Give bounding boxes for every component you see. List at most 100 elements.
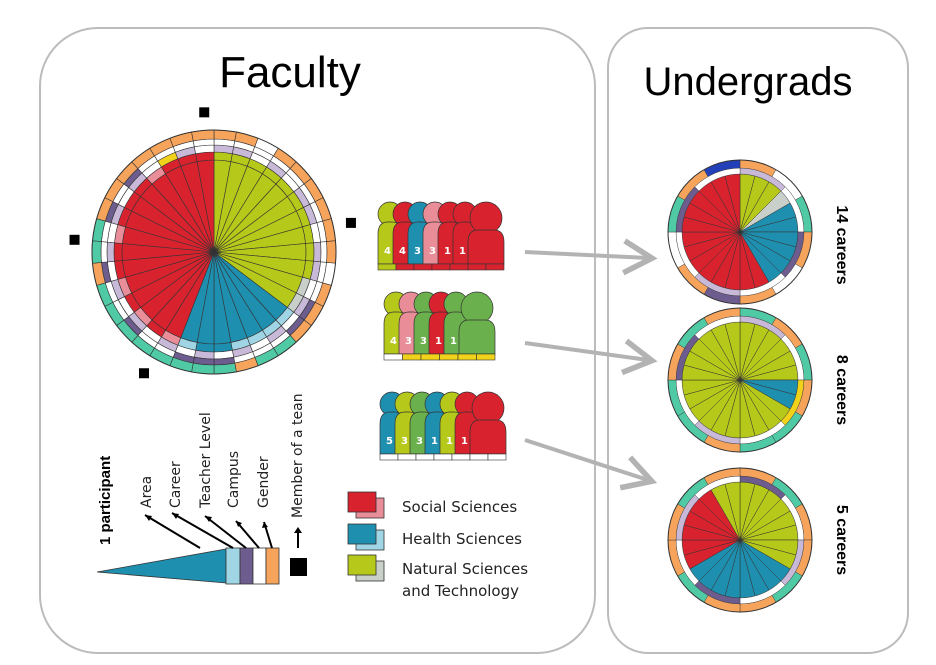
faculty-slice-25-level bbox=[106, 241, 115, 263]
careers-label-14: 14 careers bbox=[833, 205, 850, 284]
legend-pointer-level-head bbox=[205, 516, 212, 522]
faculty-title: Faculty bbox=[219, 48, 361, 97]
undergrads-title: Undergrads bbox=[643, 60, 852, 104]
undergrad-wheel-outline bbox=[667, 307, 813, 453]
undergrad-wheels bbox=[667, 159, 813, 613]
legend-level-band bbox=[239, 547, 254, 585]
legend-health-swatch bbox=[347, 523, 377, 545]
undergrad-wheel-1 bbox=[667, 307, 813, 453]
faculty-slice-25-campus bbox=[100, 241, 108, 263]
person-count: 3 bbox=[405, 336, 412, 347]
group-base-segment bbox=[439, 353, 459, 361]
legend-ring-gender: Gender bbox=[256, 456, 272, 508]
undergrad-wheel-outline bbox=[667, 159, 813, 305]
faculty-slice-25-career bbox=[113, 242, 123, 262]
legend-pointer-area bbox=[144, 514, 201, 549]
legend-pointer-team-head bbox=[294, 527, 302, 533]
person-count: 1 bbox=[435, 336, 442, 347]
group-base-segment bbox=[420, 353, 440, 361]
person-count: 4 bbox=[384, 246, 391, 257]
team-marker-1 bbox=[345, 217, 356, 228]
group-base-segment bbox=[402, 353, 422, 361]
group-base-segment bbox=[487, 453, 507, 461]
group-base-segment bbox=[433, 453, 453, 461]
person-count: 4 bbox=[390, 336, 397, 347]
faculty-slice-8-campus bbox=[320, 241, 328, 263]
undergrad-wheel-0 bbox=[667, 159, 813, 305]
legend-ring-area: Area bbox=[139, 476, 155, 508]
legend-campus-band bbox=[252, 547, 267, 585]
legend-ring-career: Career bbox=[168, 461, 184, 508]
legend-ring-level: Teacher Level bbox=[198, 412, 214, 509]
group-base-segment bbox=[449, 263, 469, 271]
faculty-slice-8-gender bbox=[326, 240, 337, 264]
group-base-segment bbox=[485, 263, 505, 271]
legend-pointer-level bbox=[204, 515, 247, 549]
person-count: 1 bbox=[446, 436, 453, 447]
faculty-slice-8-career bbox=[305, 242, 315, 262]
group-base-segment bbox=[383, 353, 403, 361]
group-base-segment bbox=[413, 263, 433, 271]
team-marker-3 bbox=[139, 368, 149, 379]
person-count: 3 bbox=[420, 336, 427, 347]
legend-pointer-area-head bbox=[145, 515, 152, 521]
undergrad-wheel-2 bbox=[667, 467, 813, 613]
person-count: 4 bbox=[399, 246, 406, 257]
group-base-segment bbox=[451, 453, 471, 461]
group-base-segment bbox=[415, 453, 435, 461]
area-legend: Social Sciences Health Sciences Natural … bbox=[347, 491, 528, 600]
careers-label-8: 8 careers bbox=[833, 355, 850, 425]
person-count: 5 bbox=[386, 436, 393, 447]
arrow-natural-to-8 bbox=[524, 338, 658, 376]
group-base-segment bbox=[431, 263, 451, 271]
legend-pointer-campus bbox=[235, 520, 260, 549]
legend-pointer-gender-head bbox=[262, 522, 268, 528]
legend-participant-label: 1 participant bbox=[97, 456, 114, 545]
team-marker-0 bbox=[199, 107, 210, 118]
careers-label-5: 5 careers bbox=[833, 505, 850, 575]
legend-gender-band bbox=[265, 547, 280, 585]
person-count: 1 bbox=[450, 336, 457, 347]
arrow-health-to-5 bbox=[524, 438, 658, 491]
team-marker-2 bbox=[69, 234, 80, 245]
legend-pointer-campus-head bbox=[236, 521, 242, 527]
legend-team-square bbox=[290, 558, 307, 576]
arrow-social-to-14 bbox=[524, 238, 658, 276]
group-base-segment bbox=[395, 263, 415, 271]
person-count: 1 bbox=[461, 436, 468, 447]
group-base-segment bbox=[469, 453, 489, 461]
group-base-segment bbox=[467, 263, 487, 271]
ring-legend: 1 participant Area Career Teacher Level … bbox=[96, 393, 307, 585]
group-base-segment bbox=[379, 453, 399, 461]
person-icon bbox=[469, 391, 507, 455]
legend-health-label: Health Sciences bbox=[402, 530, 522, 548]
undergrad-wheel-outline bbox=[667, 467, 813, 613]
group-base-segment bbox=[397, 453, 417, 461]
person-count: 1 bbox=[444, 246, 451, 257]
group-base-segment bbox=[457, 353, 477, 361]
legend-natural-swatch bbox=[347, 554, 377, 576]
legend-natural-label: Natural Sciences bbox=[402, 560, 528, 578]
group-base-segment bbox=[476, 353, 496, 361]
person-count: 3 bbox=[401, 436, 408, 447]
legend-ring-campus: Campus bbox=[226, 451, 242, 508]
faculty-slice-8-level bbox=[313, 241, 322, 263]
legend-natural-label-2: and Technology bbox=[402, 582, 519, 600]
person-count: 1 bbox=[459, 246, 466, 257]
person-icon bbox=[467, 201, 505, 265]
legend-career-band bbox=[225, 547, 241, 585]
faculty-wheel bbox=[69, 107, 356, 379]
person-count: 3 bbox=[416, 436, 423, 447]
legend-team-label: Member of a tean bbox=[290, 393, 306, 518]
person-count: 1 bbox=[431, 436, 438, 447]
person-count: 3 bbox=[429, 246, 436, 257]
person-count: 3 bbox=[414, 246, 421, 257]
group-base-segment bbox=[377, 263, 397, 271]
person-icon bbox=[458, 291, 496, 355]
legend-pointer-career bbox=[171, 512, 234, 549]
